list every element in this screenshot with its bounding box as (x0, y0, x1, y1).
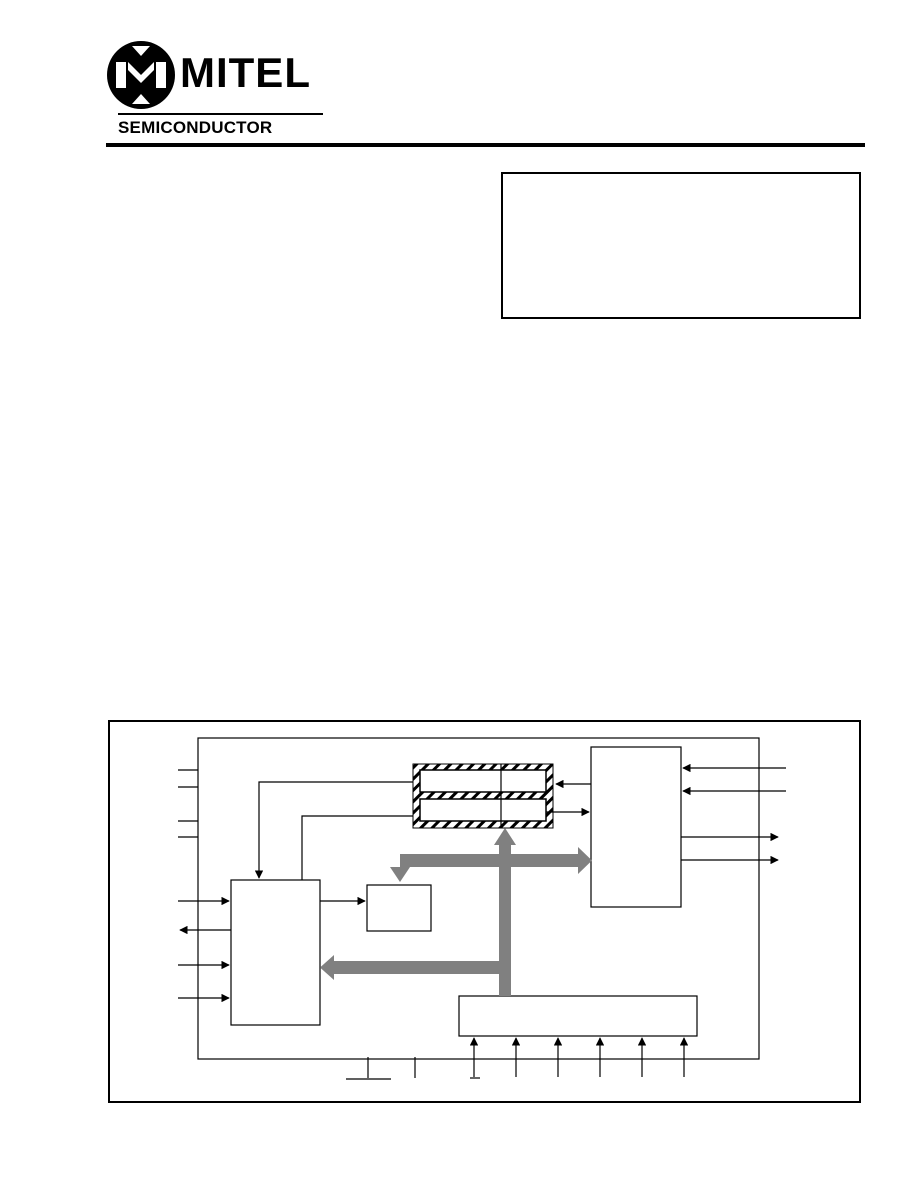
internal-bus (320, 828, 592, 996)
info-box (501, 172, 861, 319)
center-block (366, 884, 432, 932)
header-rule (106, 143, 865, 147)
hatched-register-block (412, 763, 554, 829)
chip-outline (197, 737, 760, 1060)
brand-name: MITEL (180, 49, 311, 96)
brand-subtitle: SEMICONDUCTOR (118, 118, 273, 137)
right-block (590, 746, 682, 908)
logo-divider (118, 113, 323, 115)
bottom-block (458, 995, 698, 1037)
left-block (230, 879, 321, 1026)
mitel-logo-icon (107, 41, 175, 109)
block-diagram-frame (108, 720, 861, 1103)
functional-block-diagram (178, 737, 786, 1080)
